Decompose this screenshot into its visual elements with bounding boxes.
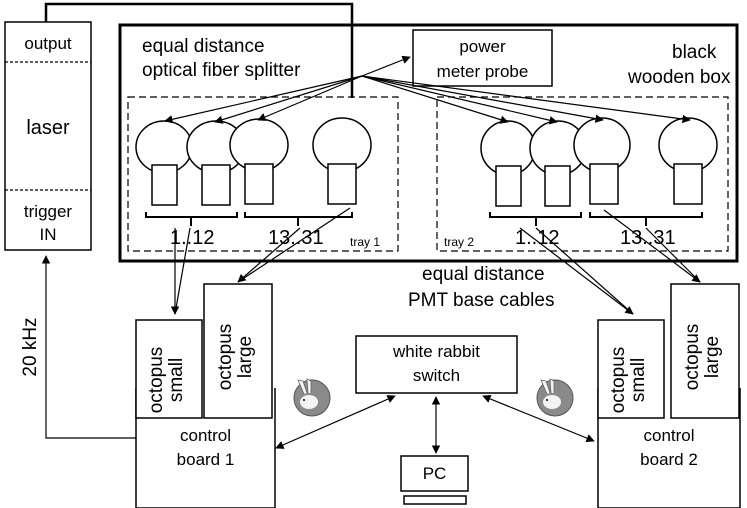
laser-name-label: laser [26,117,70,139]
octopus-small-2-label: octopus small [608,332,653,428]
laser-output-fiber [44,2,354,98]
octopus-small-2-line1: octopus [608,346,629,414]
white-rabbit-logo-icon [293,378,331,417]
tray-1-outline [127,96,399,252]
pmt-base-cables [170,207,701,315]
splitter-label-2: optical fiber splitter [142,60,301,81]
tray-2-small-range: 1..12 [515,227,560,249]
white-rabbit-switch-box [355,335,518,394]
tray-1-large-range: 13..31 [268,227,324,249]
pmt-base [673,163,703,205]
black-box-label-1: black [672,42,717,63]
laser-box [4,21,92,251]
power-meter-label-2: meter probe [436,62,529,81]
black-box-label-2: wooden box [628,67,731,88]
octopus-large-2-line2: large [701,335,723,379]
control-board-2 [597,283,741,508]
cables-label-1: equal distance [422,264,545,285]
laser-trigger-label-1: trigger [23,202,73,221]
control-board-2-label-2: board 2 [640,450,698,469]
bracket-tray2-small [489,212,582,226]
trigger-line [41,255,136,439]
pmt-base [327,163,357,205]
pmt-base [151,164,178,206]
pmt-base [589,163,619,205]
octopus-large-2-box [670,283,740,419]
pc-label: PC [422,464,447,483]
octopus-large-1-label: octopus large [215,309,260,405]
switch-links [275,394,595,454]
power-meter-label-1: power [459,37,506,56]
splitter-label-1: equal distance [142,36,265,57]
pc-unit [400,455,469,505]
octopus-large-2-line1: octopus [682,323,703,391]
control-board-1-label-1: control [179,426,232,445]
pmt-base [201,164,231,206]
octopus-large-1-line2: large [234,335,256,379]
octopus-small-1-box [135,319,203,419]
white-rabbit-logo-icon [536,378,574,417]
octopus-small-1-line2: small [165,357,187,403]
pmt-base [544,165,571,207]
laser-unit [4,21,92,251]
octopus-large-2-label: octopus large [682,309,727,405]
pc-monitor [400,455,469,492]
pmt-group-tray-1 [135,117,372,206]
cables-label-2: PMT base cables [408,290,555,311]
control-board-1-label-2: board 1 [176,450,235,469]
tray-2-label: tray 2 [444,235,475,249]
pc-keyboard [403,495,467,505]
tray-2-large-range: 13..31 [620,227,676,249]
tray-1-label: tray 1 [350,235,381,249]
octopus-large-1-line1: octopus [215,323,236,391]
switch-label-2: switch [412,366,461,385]
octopus-small-2-line2: small [627,357,649,403]
pmt-brackets [145,212,703,226]
black-wooden-box [118,23,739,263]
frequency-label: 20 kHz [20,317,41,377]
octopus-small-2-box [597,319,665,419]
control-board-1 [135,283,276,508]
laser-output-label: output [24,34,72,53]
bracket-tray1-large [244,212,353,226]
power-meter-probe-box [412,29,553,87]
bracket-tray1-small [145,212,238,226]
switch-label-1: white rabbit [393,342,480,361]
pmt-base [244,163,274,205]
pmt-base [495,165,522,207]
tray-1-small-range: 1..12 [170,227,215,249]
splitter-fibers [164,55,691,125]
bracket-tray2-large [589,212,703,226]
pmt-group-tray-2 [480,117,718,207]
pmt-bulb [229,118,289,172]
control-board-2-label-1: control [643,426,695,445]
octopus-small-1-line1: octopus [146,346,167,414]
octopus-small-1-label: octopus small [146,332,191,428]
octopus-large-1-box [203,283,273,419]
laser-trigger-label-2: IN [39,225,57,244]
tray-2-outline [436,96,729,252]
